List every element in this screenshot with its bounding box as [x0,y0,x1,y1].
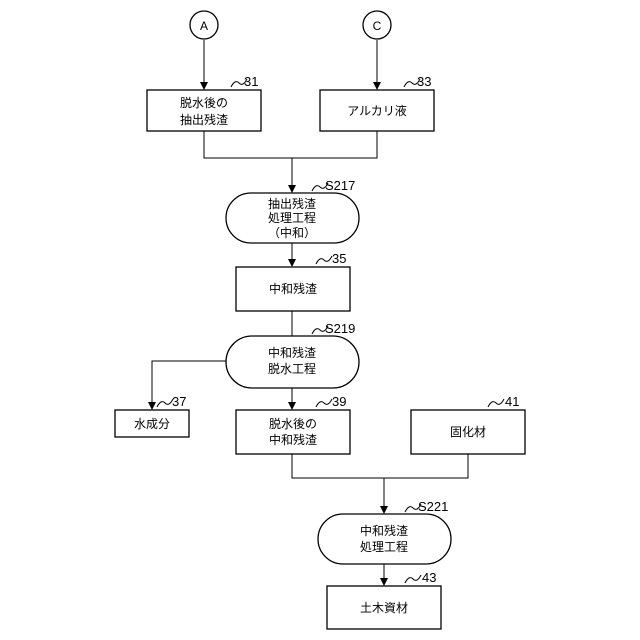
merge-39-41 [292,454,468,478]
s221-line-1: 中和残渣 [360,523,408,538]
merge-31-33 [204,131,377,158]
ref-31: 31 [244,74,258,89]
connector-c-label: C [373,19,382,33]
node-35-line-1: 中和残渣 [269,281,317,296]
ref-35: 35 [332,251,346,266]
ref-37: 37 [172,394,186,409]
ref-39: 39 [332,394,346,409]
s217-line-3: （中和） [268,225,316,240]
node-43-line-1: 土木資材 [360,601,408,615]
node-31-line-2: 抽出残渣 [180,113,228,127]
node-39-dewatered-neutralized-residue: 脱水後の 中和残渣 39 [236,394,350,454]
node-33-line-1: アルカリ液 [347,103,407,118]
node-31-line-1: 脱水後の [180,95,228,110]
s219-line-2: 脱水工程 [268,361,316,376]
s217-line-1: 抽出残渣 [268,197,316,211]
connector-a: A [190,11,218,39]
leader-35 [316,256,332,264]
node-41-solidifying-material: 固化材 41 [411,394,525,454]
ref-33: 33 [417,74,431,89]
connector-c: C [363,11,391,39]
ref-41: 41 [505,394,519,409]
ref-43: 43 [422,570,436,585]
leader-41 [488,399,504,407]
node-37-line-1: 水成分 [134,417,170,431]
s217-line-2: 処理工程 [268,210,316,225]
ref-s221: S221 [418,499,448,514]
node-41-line-1: 固化材 [450,425,486,439]
node-39-line-1: 脱水後の [269,416,317,431]
leader-43 [405,575,421,583]
connector-a-label: A [200,19,208,33]
s219-line-1: 中和残渣 [268,345,316,360]
ref-s217: S217 [325,178,355,193]
node-35-neutralized-residue: 中和残渣 35 [236,251,350,311]
s221-line-2: 処理工程 [360,539,408,554]
leader-39 [316,399,332,407]
leader-37 [157,399,173,407]
node-39-line-2: 中和残渣 [269,432,317,447]
ref-s219: S219 [325,321,355,336]
